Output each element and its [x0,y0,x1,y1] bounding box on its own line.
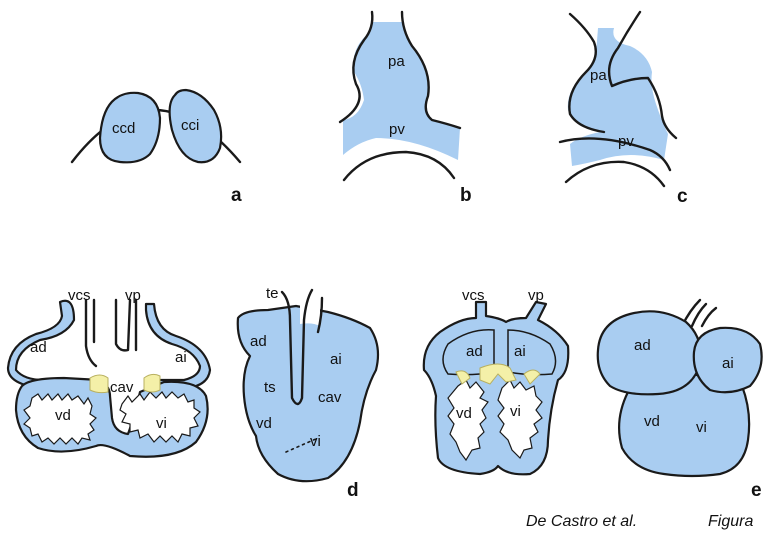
label-vi: vi [696,419,707,436]
great-vessel-3 [702,308,716,326]
label-ai: ai [514,343,526,360]
label-ad: ad [466,343,483,360]
label-te: te [266,285,279,302]
panel-letter-a: a [231,185,242,206]
label-vi: vi [510,403,521,420]
label-ad: ad [634,337,651,354]
label-vp: vp [125,287,141,304]
panel-letter-c: c [677,186,688,207]
label-pa: pa [590,67,607,84]
atrial-wall [8,301,96,388]
section-1: vcs vp ad ai cav vd vi [8,287,210,457]
label-ai: ai [175,349,187,366]
label-vi: vi [310,433,321,450]
label-ad: ad [30,339,47,356]
credit-authors: De Castro et al. [526,513,637,530]
panel-c: pa pv c [560,12,688,207]
label-cci: cci [181,117,199,134]
label-vcs: vcs [68,287,91,304]
label-pv: pv [618,133,634,150]
label-ccd: ccd [112,120,135,137]
panel-d: te ad ai ts cav vd vi d [238,282,378,501]
section-2: vcs vp ad ai vd vi [424,287,568,474]
panel-a: ccd cci a [72,90,242,206]
label-vd: vd [256,415,272,432]
heart-section2-outer [424,302,568,474]
label-vi: vi [156,415,167,432]
label-vp: vp [528,287,544,304]
cav-cushion-right [144,374,160,392]
label-ad: ad [250,333,267,350]
label-vd: vd [456,405,472,422]
vp-vessel [116,300,130,350]
label-ts: ts [264,379,276,396]
label-vcs: vcs [462,287,485,304]
panel-letter-b: b [460,185,472,206]
label-vd: vd [55,407,71,424]
outflow-base [344,152,454,180]
panel-b: pa pv b [340,12,472,206]
looped-outflow-bottom [566,162,664,186]
outflow-fill [343,22,460,160]
label-pa: pa [388,53,405,70]
cav-cushion-left [90,375,108,393]
label-pv: pv [389,121,405,138]
credit-figure: Figura [708,513,753,530]
panel-letter-e: e [751,480,762,501]
panel-letter-d: d [347,480,359,501]
label-ai: ai [330,351,342,368]
label-cav: cav [318,389,342,406]
label-cav: cav [110,379,134,396]
label-vd: vd [644,413,660,430]
label-ai: ai [722,355,734,372]
panel-e: ad ai vd vi e [598,300,762,501]
